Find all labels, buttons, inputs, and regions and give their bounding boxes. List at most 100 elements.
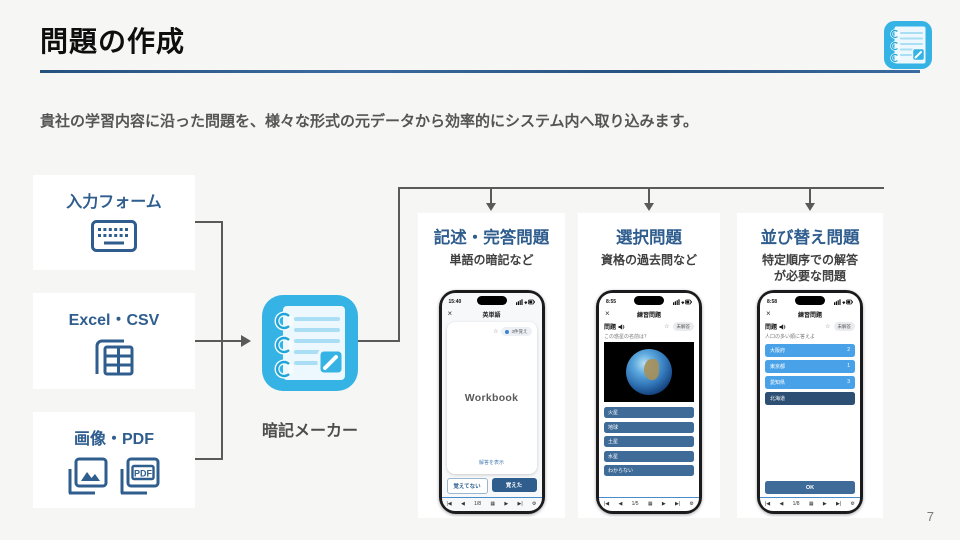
page-title: 問題の作成 xyxy=(40,26,186,57)
arrow-head-icon xyxy=(241,335,251,347)
connector-line xyxy=(809,187,811,203)
question-text: 人口の多い順に答えよ xyxy=(765,334,816,340)
first-page-icon[interactable]: |◀ xyxy=(765,501,771,507)
memorized-button[interactable]: 覚えた xyxy=(491,478,537,492)
speaker-icon[interactable] xyxy=(779,323,786,330)
image-icon xyxy=(68,457,108,495)
source-box-excel-csv: Excel・CSV xyxy=(33,293,195,389)
gear-icon[interactable]: ⚙ xyxy=(689,501,694,507)
star-icon[interactable]: ☆ xyxy=(493,328,499,335)
question-header-row: 問題 ☆ 未解答 xyxy=(760,320,860,332)
phone-pager-bar: |◀ ◀ 1/8 ▦ ▶ ▶| ⚙ xyxy=(760,497,860,511)
source-label: 入力フォーム xyxy=(66,194,162,211)
source-box-input-form: 入力フォーム xyxy=(33,175,195,270)
choice-button[interactable]: 土星 xyxy=(604,436,694,447)
status-icons xyxy=(834,298,853,305)
connector-line xyxy=(358,340,400,342)
status-pill: 未解答 xyxy=(672,322,694,331)
memorized-badge: 3件覚え xyxy=(501,327,532,336)
show-answer-link[interactable]: 解答を表示 xyxy=(478,460,504,466)
choice-button[interactable]: 地球 xyxy=(604,421,694,433)
grid-icon[interactable]: ▦ xyxy=(808,501,814,507)
app-label: 暗記メーカー xyxy=(261,423,358,440)
title-divider xyxy=(40,70,920,73)
status-bar: 8:58 xyxy=(760,293,860,308)
card-subtitle: 特定順序での解答 が必要な問題 xyxy=(761,253,858,283)
pager-count: 1/8 xyxy=(792,501,800,507)
dynamic-island xyxy=(795,296,825,305)
arrow-head-icon xyxy=(805,203,815,211)
phone-mockup-flashcard: 15:40 × 英単語 ☆ 3件覚え Workbook 解答を表示 xyxy=(438,290,545,514)
card-subtitle: 単語の暗記など xyxy=(449,253,534,267)
gear-icon[interactable]: ⚙ xyxy=(532,501,537,507)
connector-line xyxy=(195,458,222,460)
status-icons xyxy=(673,298,692,305)
phone-nav-bar: × 英単語 xyxy=(442,308,542,320)
connector-line xyxy=(398,187,400,342)
star-icon[interactable]: ☆ xyxy=(664,323,670,330)
not-memorized-button[interactable]: 覚えてない xyxy=(446,478,488,494)
phone-nav-bar: × 練習問題 xyxy=(599,308,699,320)
choice-button[interactable]: 水星 xyxy=(604,450,694,462)
notepad-app-icon xyxy=(262,295,358,391)
question-image xyxy=(604,342,694,402)
connector-line xyxy=(221,221,223,460)
status-time: 15:40 xyxy=(448,298,462,305)
ok-button[interactable]: OK xyxy=(765,481,855,494)
grid-icon[interactable]: ▦ xyxy=(490,501,496,507)
pdf-icon: PDF xyxy=(120,457,160,495)
card-subtitle: 資格の過去問など xyxy=(600,253,697,267)
phone-nav-title: 練習問題 xyxy=(797,312,822,319)
badge-dot-icon xyxy=(505,329,510,334)
phone-nav-title: 練習問題 xyxy=(636,312,661,319)
next-page-icon[interactable]: ▶ xyxy=(661,501,666,507)
prev-page-icon[interactable]: ◀ xyxy=(460,501,465,507)
connector-line xyxy=(648,187,650,203)
dynamic-island xyxy=(634,296,664,305)
last-page-icon[interactable]: ▶| xyxy=(836,501,842,507)
close-icon[interactable]: × xyxy=(766,309,771,318)
phone-mockup-reorder: 8:58 × 練習問題 問題 ☆ 未解答 人口の多い順に答えよ xyxy=(757,290,863,514)
notepad-logo-icon xyxy=(884,21,932,69)
close-icon[interactable]: × xyxy=(605,309,610,318)
grid-icon[interactable]: ▦ xyxy=(647,501,653,507)
spreadsheet-icon xyxy=(95,339,134,376)
prev-page-icon[interactable]: ◀ xyxy=(618,501,623,507)
next-page-icon[interactable]: ▶ xyxy=(822,501,827,507)
phone-nav-title: 英単語 xyxy=(482,312,501,319)
first-page-icon[interactable]: |◀ xyxy=(446,501,452,507)
arrow-head-icon xyxy=(644,203,654,211)
choice-button[interactable]: わからない xyxy=(604,465,694,476)
prev-page-icon[interactable]: ◀ xyxy=(779,501,784,507)
status-time: 8:55 xyxy=(606,298,617,305)
speaker-icon[interactable] xyxy=(618,323,625,330)
question-text: この惑星の名前は？ xyxy=(604,334,650,340)
card-title: 並び替え問題 xyxy=(760,229,860,247)
connector-line xyxy=(195,340,241,342)
earth-globe-image xyxy=(626,349,672,395)
last-page-icon[interactable]: ▶| xyxy=(675,501,681,507)
phone-mockup-choice: 8:55 × 練習問題 問題 ☆ 未解答 この惑星の名前は？ xyxy=(596,290,702,514)
keyboard-icon xyxy=(91,220,137,252)
connector-line xyxy=(398,187,884,189)
question-type-card-written: 記述・完答問題 単語の暗記など 15:40 × 英単語 ☆ 3件覚え xyxy=(418,213,565,518)
close-icon[interactable]: × xyxy=(447,309,453,318)
star-icon[interactable]: ☆ xyxy=(825,323,831,330)
order-choice-button[interactable]: 北海道 xyxy=(765,392,855,405)
card-title: 記述・完答問題 xyxy=(433,229,550,247)
source-label: Excel・CSV xyxy=(68,312,160,329)
choice-button[interactable]: 火星 xyxy=(604,407,694,418)
phone-nav-bar: × 練習問題 xyxy=(760,308,860,320)
last-page-icon[interactable]: ▶| xyxy=(517,501,523,507)
gear-icon[interactable]: ⚙ xyxy=(850,501,855,507)
page-subtitle: 貴社の学習内容に沿った問題を、様々な形式の元データから効率的にシステム内へ取り込… xyxy=(40,113,699,130)
first-page-icon[interactable]: |◀ xyxy=(604,501,610,507)
connector-line xyxy=(195,221,222,223)
arrow-head-icon xyxy=(486,203,496,211)
pager-count: 1/5 xyxy=(631,501,639,507)
next-page-icon[interactable]: ▶ xyxy=(504,501,509,507)
